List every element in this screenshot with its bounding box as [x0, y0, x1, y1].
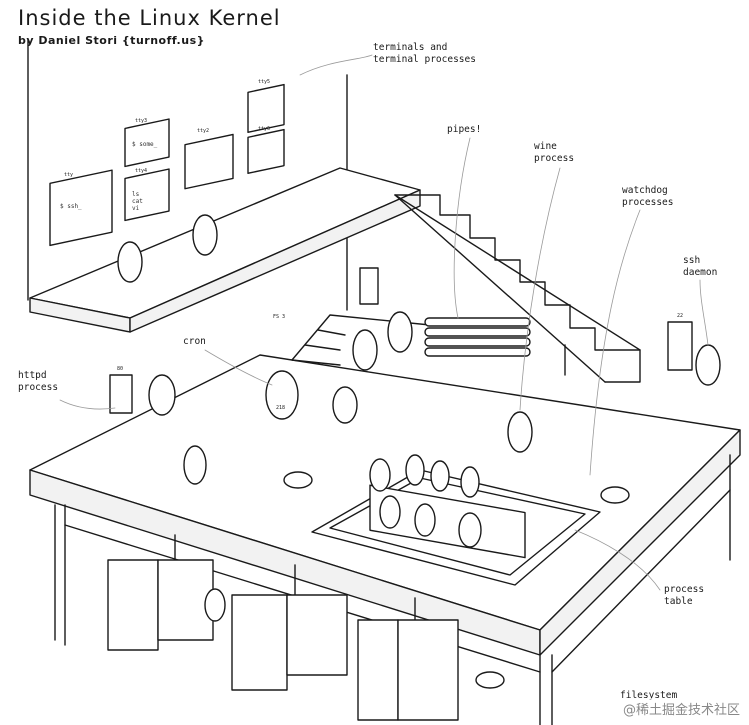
label-httpd: httpd process	[18, 370, 59, 393]
tag-tty-e: tty5	[258, 79, 270, 85]
tag-badge-218: 218	[276, 405, 285, 411]
doors	[109, 267, 693, 414]
label-filesystem: filesystem	[620, 690, 678, 701]
label-pipes: pipes!	[447, 124, 482, 135]
tag-tty-f: tty6	[258, 126, 270, 132]
tag-tty-c: tty4	[135, 168, 147, 174]
staircase	[394, 194, 641, 383]
terminal-screens	[49, 83, 285, 247]
site-watermark: @稀土掘金技术社区	[619, 698, 743, 719]
leader-lines	[59, 54, 709, 591]
tag-port-80: 80	[117, 366, 123, 372]
tag-port-22: 22	[677, 313, 683, 319]
penguins	[117, 214, 721, 622]
back-wall	[27, 39, 348, 311]
screen-text-2: $ some_	[132, 141, 158, 148]
watchdogs	[283, 471, 630, 689]
label-terminals: terminals and terminal processes	[373, 42, 476, 65]
tag-tty-b: tty3	[135, 118, 147, 124]
tag-labels: tty tty3 tty4 tty2 tty5 tty6 FS 3 80 22 …	[64, 79, 683, 411]
tag-tty-a: tty	[64, 172, 73, 178]
pipes	[424, 317, 531, 357]
author-byline: by Daniel Stori {turnoff.us}	[18, 34, 205, 47]
label-process-table: process table	[664, 584, 705, 607]
tag-fs: FS 3	[273, 314, 285, 320]
label-wine: wine process	[534, 141, 575, 164]
tag-tty-d: tty2	[197, 128, 209, 134]
screen-text-1: $ ssh_	[60, 203, 82, 210]
filing-cabinets	[107, 559, 459, 721]
label-ssh: ssh daemon	[683, 255, 718, 278]
page-title: Inside the Linux Kernel	[18, 6, 281, 30]
label-cron: cron	[183, 336, 206, 347]
label-watchdog: watchdog processes	[622, 185, 674, 208]
